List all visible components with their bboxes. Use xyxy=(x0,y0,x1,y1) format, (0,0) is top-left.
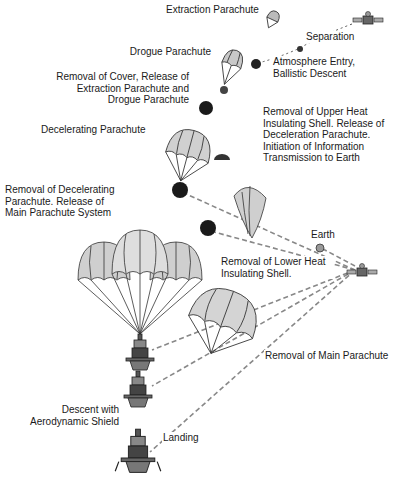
callout-label: Landing xyxy=(162,432,200,444)
main-parachute xyxy=(78,230,202,334)
earth-globe xyxy=(316,244,324,252)
callout-label: Atmosphere Entry, Ballistic Descent xyxy=(272,56,366,79)
callout-label: Removal of Decelerating Parachute. Relea… xyxy=(4,184,128,219)
callout-label: Earth xyxy=(310,229,336,241)
lander xyxy=(126,334,154,370)
extraction-parachute xyxy=(263,9,281,30)
callout-label: Descent with Aerodynamic Shield xyxy=(20,404,120,427)
landed-lander xyxy=(115,429,161,472)
relay-orbiter xyxy=(347,264,377,277)
decelerating-parachute xyxy=(159,125,215,187)
cover xyxy=(220,86,228,94)
callout-label: Extraction Parachute xyxy=(165,4,260,16)
probe xyxy=(199,101,213,115)
released-parachute xyxy=(234,186,266,238)
callout-label: Decelerating Parachute xyxy=(40,124,147,136)
callout-label: Drogue Parachute xyxy=(129,46,212,58)
entry-probe xyxy=(251,59,261,69)
probe xyxy=(172,182,188,198)
removed-main-parachute xyxy=(179,280,265,365)
drogue-parachute xyxy=(215,47,246,88)
orbiter xyxy=(353,12,383,25)
separated-probe xyxy=(297,46,303,52)
lander-with-shield xyxy=(124,371,152,407)
callout-label: Removal of Cover, Release of Extraction … xyxy=(46,71,190,106)
upper-shell xyxy=(214,154,230,160)
callout-label: Separation xyxy=(305,31,355,43)
lower-shell xyxy=(200,220,216,236)
callout-label: Removal of Upper Heat Insulating Shell. … xyxy=(262,106,392,164)
callout-label: Removal of Main Parachute xyxy=(264,350,389,362)
callout-label: Removal of Lower Heat Insulating Shell. xyxy=(220,256,334,279)
